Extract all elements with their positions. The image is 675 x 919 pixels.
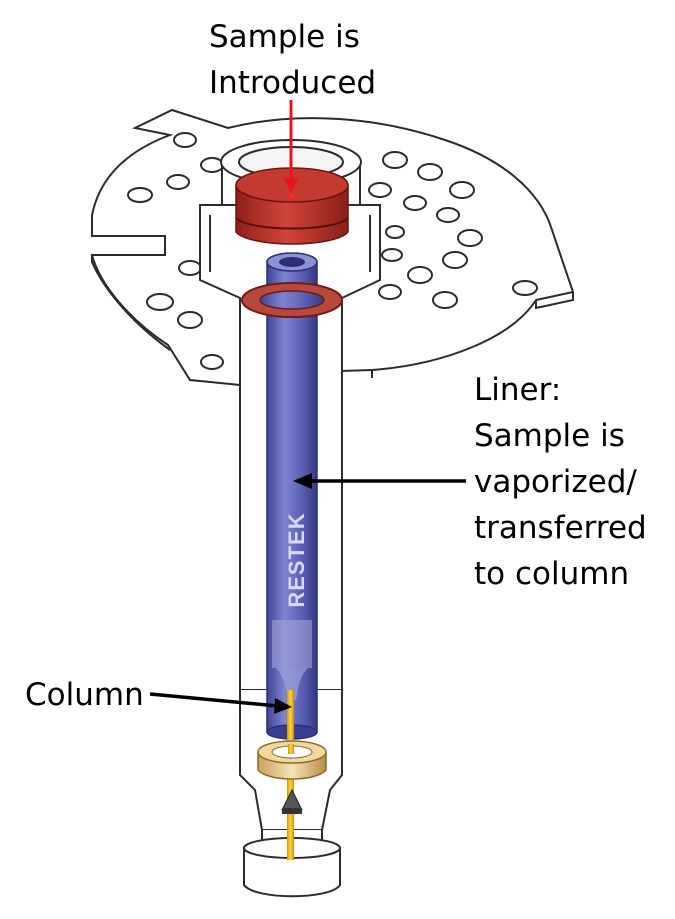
arrow-left-black-icon	[149, 692, 292, 714]
plate-holes	[127, 132, 538, 370]
label-line: to column	[474, 556, 630, 592]
label-line: Introduced	[209, 65, 377, 101]
ferrule	[257, 740, 327, 780]
column-label: Column	[25, 672, 144, 718]
o-ring	[241, 282, 343, 318]
arrow-down-red-icon	[284, 100, 298, 194]
arrow-left-black-icon	[293, 473, 466, 489]
seal-cone	[281, 788, 303, 814]
label-line: vaporized/	[474, 464, 637, 500]
liner-brand-logo: RESTEK	[284, 512, 309, 607]
sample-introduced-label: Sample is Introduced	[209, 14, 376, 106]
liner-label: Liner: Sample is vaporized/ transferred …	[474, 367, 647, 597]
liner	[266, 252, 318, 740]
label-line: Liner:	[474, 372, 562, 408]
label-line: Sample is	[209, 19, 360, 55]
label-line: Column	[25, 677, 144, 713]
label-line: transferred	[474, 510, 647, 546]
label-line: Sample is	[474, 418, 625, 454]
